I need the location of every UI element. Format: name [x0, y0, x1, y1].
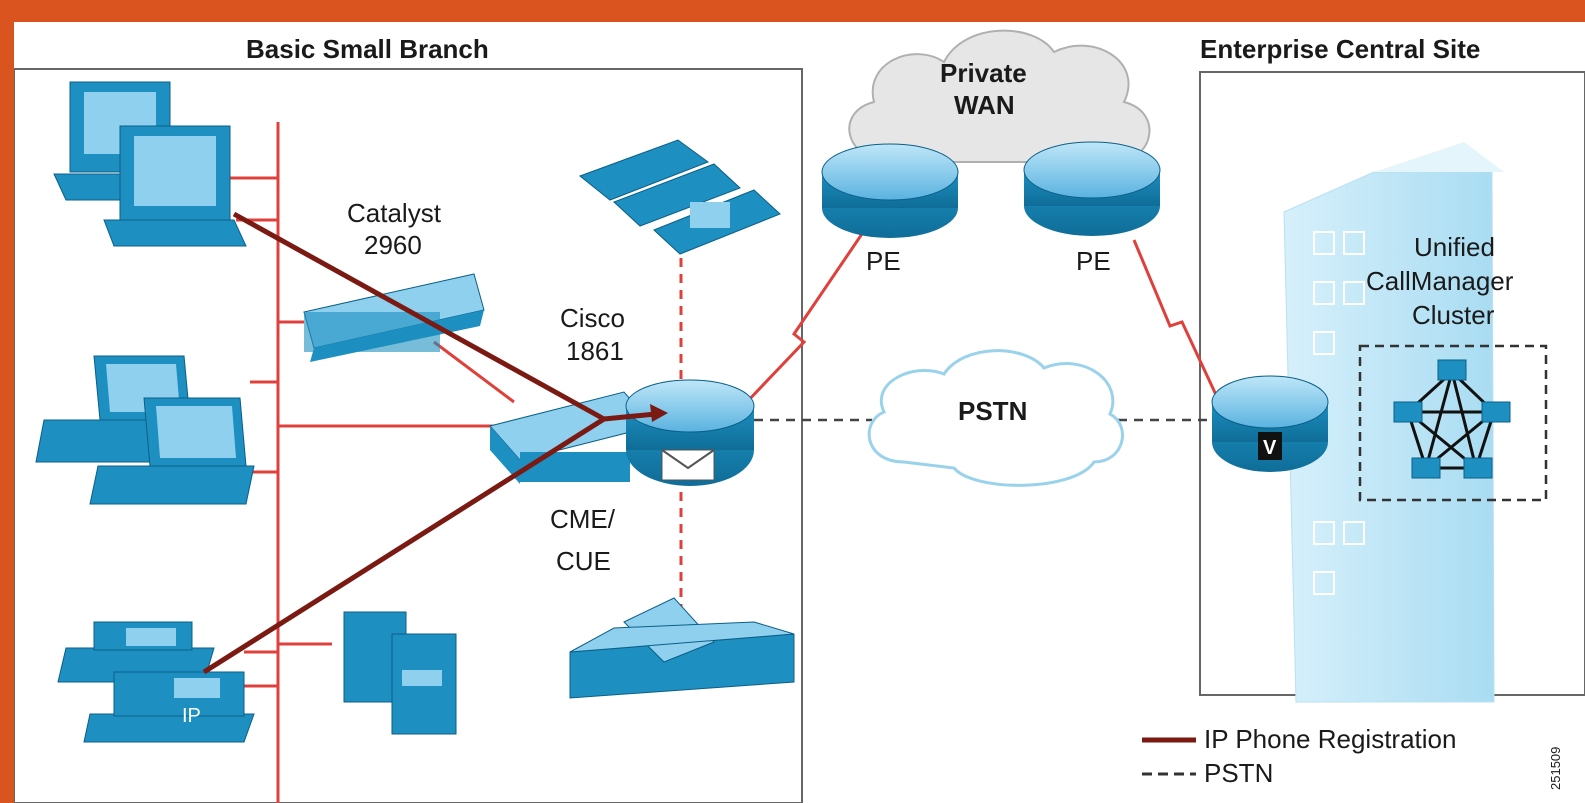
ip-phone-tag: IP — [182, 705, 201, 727]
voice-router-tag: V — [1263, 437, 1277, 459]
laptop-icon — [35, 355, 255, 505]
callmanager-server-icons — [1393, 359, 1511, 479]
pe-router-left-icon — [821, 143, 959, 238]
figure-id: 251509 — [1548, 747, 1563, 790]
pe-left-label: PE — [866, 246, 901, 276]
cluster-label-line2: CallManager — [1366, 266, 1514, 296]
cme-label-line2: CUE — [556, 546, 611, 576]
switch-label-line2: 2960 — [364, 230, 422, 260]
wan-links — [742, 227, 1226, 413]
callmanager-cluster-box — [1358, 344, 1548, 502]
server-icon — [343, 611, 457, 735]
legend-item-registration: IP Phone Registration — [1204, 724, 1456, 754]
ip-phone-registration-path — [202, 211, 657, 675]
legend-item-pstn: PSTN — [1204, 758, 1273, 788]
router-label-line2: 1861 — [566, 336, 624, 366]
enterprise-building — [1223, 142, 1504, 703]
catalyst-switch-icon — [303, 273, 485, 362]
ip-phone-icon: IP — [57, 621, 255, 743]
diagram-canvas: Basic Small Branch Enterprise Central Si… — [14, 22, 1585, 803]
network-diagram: Basic Small Branch Enterprise Central Si… — [14, 29, 1585, 803]
switch-label-line1: Catalyst — [347, 198, 442, 228]
pstn-cloud-label: PSTN — [958, 396, 1027, 426]
branch-boundary — [14, 68, 803, 803]
private-wan-cloud — [848, 29, 1151, 163]
lan-bus — [222, 122, 515, 803]
central-site-title: Enterprise Central Site — [1200, 34, 1480, 64]
private-wan-label-line2: WAN — [954, 90, 1015, 120]
legend: IP Phone Registration PSTN — [1142, 724, 1456, 788]
analog-phones-icon — [578, 139, 781, 255]
registration-arrowhead — [650, 404, 668, 422]
branch-title: Basic Small Branch — [246, 34, 489, 64]
pe-router-right-icon — [1023, 141, 1161, 236]
cisco-1861-router-icon — [489, 379, 755, 486]
router-label-line1: Cisco — [560, 303, 625, 333]
pe-right-label: PE — [1076, 246, 1111, 276]
desktop-pc-icon — [53, 81, 247, 247]
voice-gateway-router-icon: V — [1211, 375, 1329, 472]
fax-machine-icon — [569, 597, 795, 699]
cluster-label-line1: Unified — [1414, 232, 1495, 262]
private-wan-label-line1: Private — [940, 58, 1027, 88]
pstn-cloud — [867, 349, 1125, 487]
cme-label-line1: CME/ — [550, 504, 616, 534]
cluster-label-line3: Cluster — [1412, 300, 1495, 330]
